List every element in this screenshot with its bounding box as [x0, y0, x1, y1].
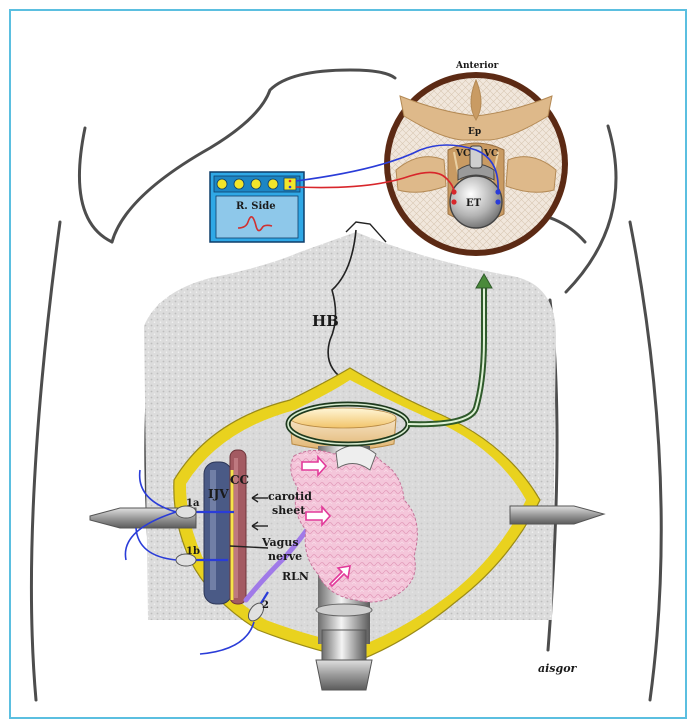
bottom-retractor [316, 630, 372, 690]
laryngoscopic-view: ET VC VC Ep [384, 72, 568, 256]
label-vagus-line1: Vagus [261, 536, 299, 549]
nerve-monitor: R. Side [210, 172, 304, 242]
indicator-light [268, 179, 278, 189]
label-rln: RLN [282, 570, 309, 583]
electrode-blue-lower [495, 199, 500, 204]
label-vc-left: VC [455, 149, 470, 159]
internal-jugular-vein [204, 462, 232, 604]
label-vc-right: VC [483, 149, 498, 159]
label-clip-2: 2 [262, 600, 269, 611]
label-vagus-line2: nerve [268, 550, 302, 563]
monitor-screen-label: R. Side [236, 201, 276, 212]
electrode-red-lower [451, 199, 456, 204]
label-anterior: Anterior [455, 61, 499, 71]
label-et: ET [466, 198, 482, 209]
label-ep: Ep [468, 127, 481, 137]
label-cc: CC [230, 473, 249, 487]
label-hb: HB [312, 312, 339, 330]
indicator-light [217, 179, 227, 189]
label-carotid-line1: carotid [268, 490, 312, 503]
label-carotid-line2: sheet [272, 504, 306, 517]
electrode-port-red [289, 180, 292, 183]
electrode-port-blue [289, 186, 292, 189]
label-clip-1b: 1b [186, 546, 200, 557]
label-clip-1a: 1a [186, 498, 200, 509]
indicator-light [251, 179, 261, 189]
indicator-light [234, 179, 244, 189]
label-ijv: IJV [208, 487, 229, 501]
author-signature: aisgor [538, 662, 578, 675]
